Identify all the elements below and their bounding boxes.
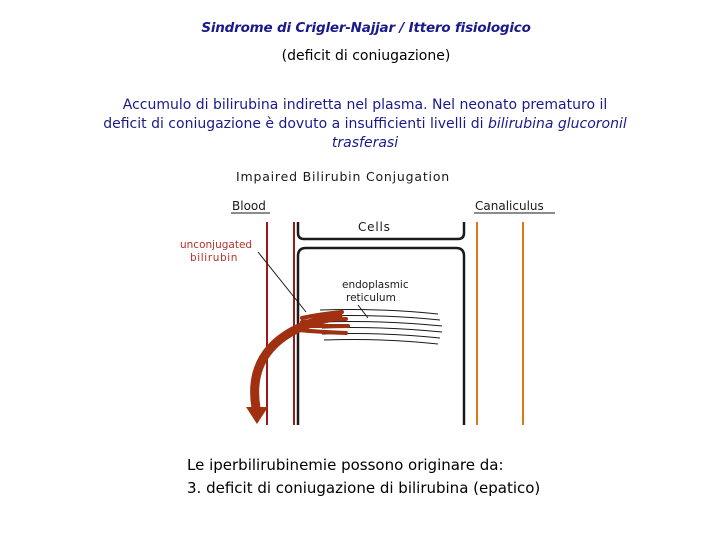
cell-main-border	[296, 246, 466, 425]
paragraph-text: Accumulo di bilirubina indiretta nel pla…	[103, 97, 608, 132]
figure-heading: Impaired Bilirubin Conjugation	[236, 169, 450, 184]
arrow-head	[246, 407, 268, 424]
cell-top-border	[296, 222, 466, 241]
bottom-line-2: 3. deficit di coniugazione di bilirubina…	[187, 479, 541, 497]
cells-label: Cells	[358, 220, 391, 234]
paragraph-italic: bilirubina glucoronil trasferasi	[331, 116, 627, 151]
arrow-branch	[300, 310, 344, 320]
unconjugated-label-line1: unconjugated	[180, 239, 252, 251]
er-label-line1: endoplasmic	[342, 279, 409, 291]
slide-title: Sindrome di Crigler-Najjar / Ittero fisi…	[201, 20, 531, 36]
conjugation-diagram: Impaired Bilirubin Conjugation Blood Can…	[180, 169, 555, 425]
bottom-text: Le iperbilirubinemie possono originare d…	[187, 454, 607, 500]
er-membrane	[323, 339, 439, 345]
bilirubin-arrow	[250, 310, 350, 413]
slide-subtitle: (deficit di coniugazione)	[281, 48, 451, 64]
canaliculus-label: Canaliculus	[475, 199, 544, 213]
conjugation-figure: Impaired Bilirubin Conjugation Blood Can…	[170, 160, 565, 425]
arrow-branch	[300, 317, 348, 324]
er-membrane	[321, 321, 443, 327]
blood-label: Blood	[232, 199, 266, 213]
unconjugated-label-line2: bilirubin	[190, 252, 238, 264]
er-label-line2: reticulum	[346, 292, 396, 304]
bottom-line-1: Le iperbilirubinemie possono originare d…	[187, 456, 504, 474]
bilirubin-pointer	[257, 251, 307, 313]
arrow-branch	[296, 328, 348, 335]
intro-paragraph: Accumulo di bilirubina indiretta nel pla…	[100, 96, 630, 153]
er-membrane	[319, 309, 439, 315]
